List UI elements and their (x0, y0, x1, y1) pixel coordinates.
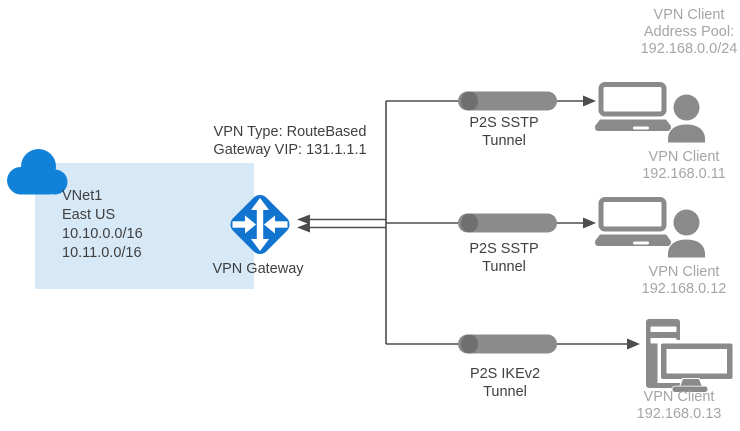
vnet-address-space-2: 10.11.0.0/16 (62, 245, 142, 261)
client-1-laptop-user-icon (595, 82, 707, 144)
client-3-ip: 192.168.0.13 (636, 406, 722, 422)
cloud-icon (7, 149, 68, 195)
client-1-label: VPN Client 192.168.0.11 (642, 149, 726, 183)
tunnel-1-pipe-icon (458, 91, 557, 111)
tunnel-3-pipe-icon (458, 334, 557, 354)
address-pool-line-3: 192.168.0.0/24 (640, 41, 738, 57)
vpn-client-address-pool: VPN Client Address Pool: 192.168.0.0/24 (641, 7, 738, 58)
vnet-region: East US (62, 207, 116, 223)
tunnel-1-label: P2S SSTP Tunnel (469, 114, 538, 150)
client-2-laptop-user-icon (595, 197, 707, 259)
client-3-label: VPN Client 192.168.0.13 (637, 389, 722, 423)
gateway-info: VPN Type: RouteBased Gateway VIP: 131.1.… (213, 124, 366, 159)
tunnel-3-word: Tunnel (483, 384, 527, 400)
vpn-gateway-icon (230, 194, 290, 255)
vnet-name: VNet1 (62, 188, 103, 204)
arrowhead-to-client-1 (583, 95, 596, 107)
arrowhead-to-gateway-upper (297, 214, 310, 225)
vpn-gateway-label: VPN Gateway (212, 261, 304, 277)
tunnel-2-pipe-icon (458, 213, 557, 233)
client-2-label: VPN Client 192.168.0.12 (642, 264, 727, 298)
tunnel-1-word: Tunnel (482, 133, 526, 149)
arrowhead-to-gateway-lower (297, 222, 310, 233)
tunnel-3-label: P2S IKEv2 Tunnel (470, 365, 540, 401)
address-pool-line-2: Address Pool: (643, 24, 735, 40)
client-2-title: VPN Client (648, 264, 720, 280)
gateway-vpn-type: VPN Type: RouteBased (213, 124, 367, 140)
connector-arrowheads (297, 95, 640, 350)
tunnel-2-label: P2S SSTP Tunnel (469, 240, 538, 276)
arrowhead-to-client-2 (583, 217, 596, 229)
client-1-ip: 192.168.0.11 (642, 166, 726, 182)
client-3-desktop-computer-icon (646, 319, 736, 393)
tunnel-3-protocol: P2S IKEv2 (469, 366, 541, 382)
tunnel-1-protocol: P2S SSTP (469, 115, 539, 131)
gateway-vip: Gateway VIP: 131.1.1.1 (213, 141, 367, 158)
vnet-text: VNet1 East US 10.10.0.0/16 10.11.0.0/16 (62, 187, 143, 263)
tunnel-2-protocol: P2S SSTP (469, 241, 539, 257)
client-3-title: VPN Client (643, 389, 715, 405)
address-pool-line-1: VPN Client (653, 7, 725, 23)
client-1-title: VPN Client (648, 149, 720, 165)
vnet-box (35, 163, 254, 289)
vnet-address-space-1: 10.10.0.0/16 (62, 226, 143, 242)
tunnel-2-word: Tunnel (482, 259, 526, 275)
client-2-ip: 192.168.0.12 (641, 281, 727, 297)
arrowhead-to-client-3 (627, 338, 640, 350)
